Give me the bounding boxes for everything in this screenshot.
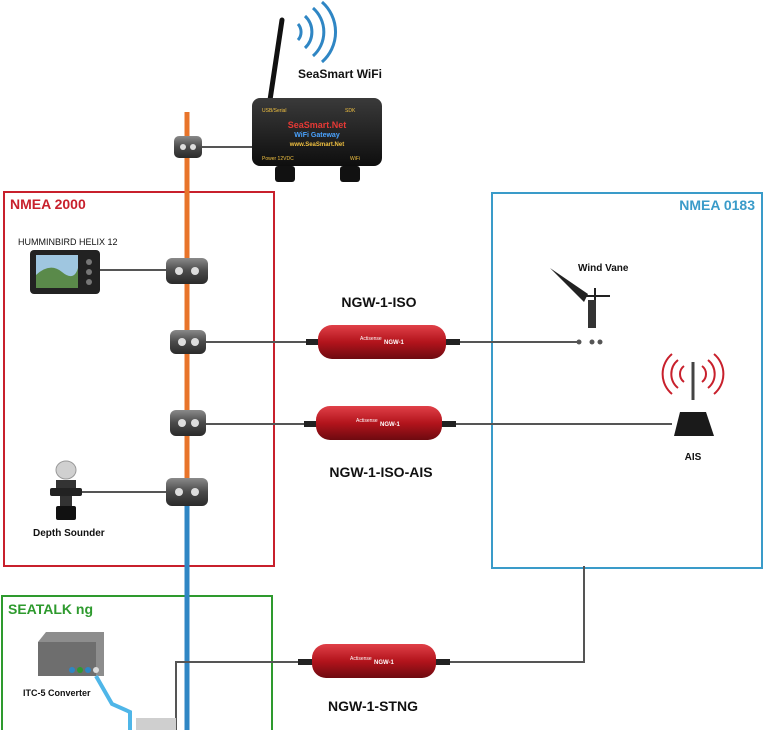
tee-connector	[166, 258, 208, 284]
itc5-label: ITC-5 Converter	[23, 688, 91, 698]
helix-display	[30, 250, 100, 294]
depth-sounder-icon	[50, 460, 82, 520]
tee-connector	[170, 410, 206, 436]
tee-connector	[170, 330, 206, 354]
converter-model: NGW-1	[374, 660, 395, 666]
converter-iso-label: NGW-1-ISO	[341, 294, 416, 310]
wifi-power-label: Power 12VDC	[262, 156, 294, 162]
converter-brand: Actisense	[360, 336, 382, 342]
itc5-converter-icon	[38, 632, 176, 730]
nmea0183-title: NMEA 0183	[679, 197, 755, 213]
wifi-box-title: WiFi Gateway	[294, 132, 340, 139]
converter-model: NGW-1	[384, 340, 405, 346]
wifi-gateway: USB/Serial SDK SeaSmart.Net WiFi Gateway…	[252, 0, 382, 182]
helix-label: HUMMINBIRD HELIX 12	[18, 237, 118, 247]
wifi-port-label: USB/Serial	[262, 108, 286, 114]
wind-vane-label: Wind Vane	[578, 263, 629, 274]
tee-connector	[174, 136, 202, 158]
ais-label: AIS	[685, 452, 702, 463]
converter-ngw1-stng: Actisense NGW-1	[298, 644, 450, 678]
nmea0183-frame	[491, 192, 763, 569]
nmea2000-frame	[3, 191, 275, 567]
wifi-box-url: www.SeaSmart.Net	[289, 142, 344, 148]
seatalk-title: SEATALK ng	[8, 601, 93, 617]
wind-vane-icon	[550, 268, 610, 345]
converter-model: NGW-1	[380, 422, 401, 428]
converter-ngw1-iso-ais: Actisense NGW-1	[304, 406, 456, 440]
wifi-box-brand: SeaSmart.Net	[288, 120, 347, 130]
converter-iso-ais-label: NGW-1-ISO-AIS	[329, 464, 432, 480]
wifi-wifi-label: WiFi	[350, 156, 360, 162]
converter-stng-label: NGW-1-STNG	[328, 698, 418, 714]
ais-icon	[661, 353, 725, 436]
wifi-label: SeaSmart WiFi	[298, 67, 382, 81]
wifi-port-label: SDK	[345, 108, 356, 114]
converter-ngw1-iso: Actisense NGW-1	[306, 325, 460, 359]
nmea2000-title: NMEA 2000	[10, 196, 86, 212]
seatalk-frame	[1, 595, 273, 730]
depth-label: Depth Sounder	[33, 528, 105, 539]
tee-connector	[166, 478, 208, 506]
converter-brand: Actisense	[350, 656, 372, 662]
converter-brand: Actisense	[356, 418, 378, 424]
